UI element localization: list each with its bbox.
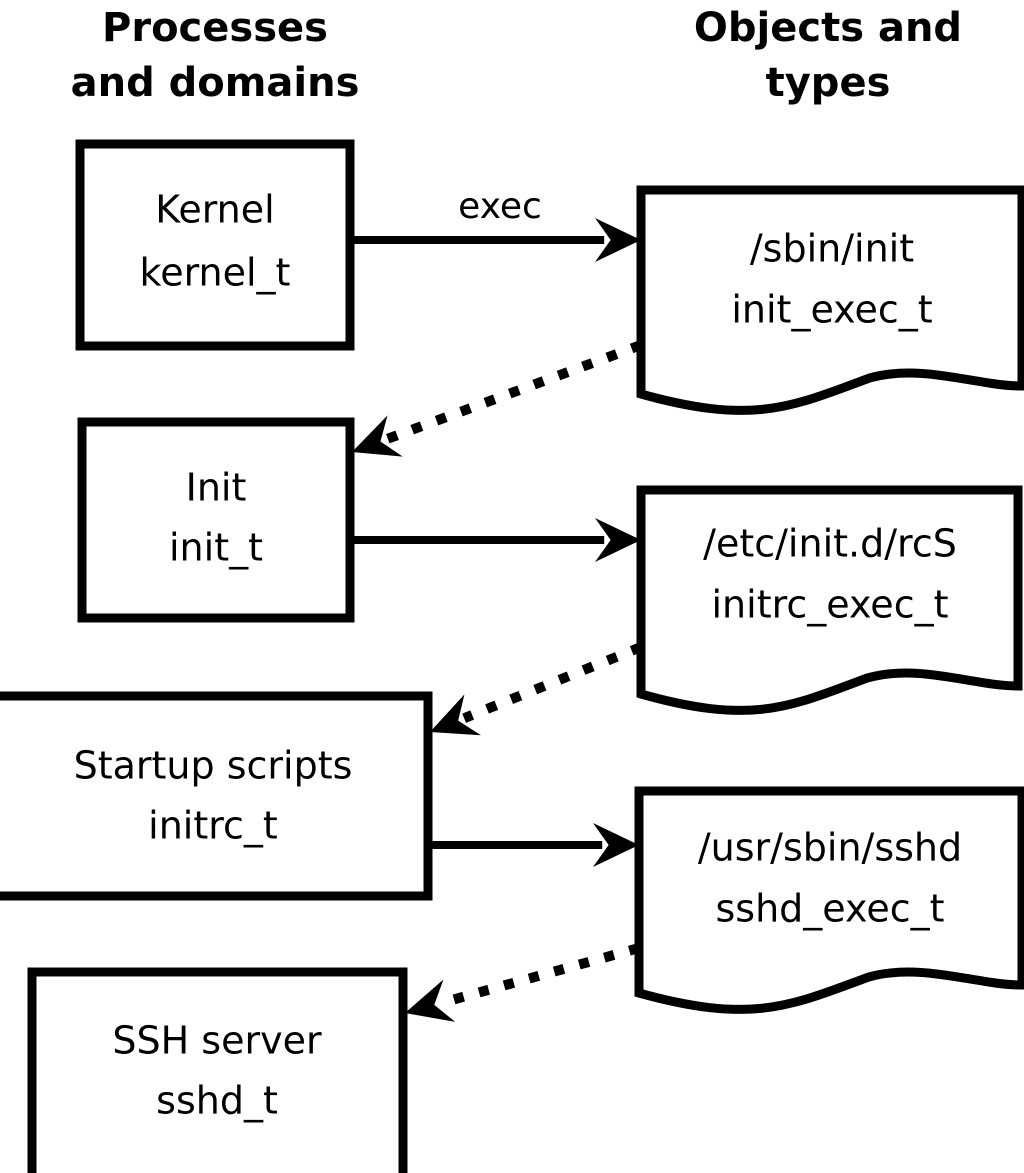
- process-node-startup-scripts-box[interactable]: [0, 691, 433, 901]
- process-node-ssh-server-box[interactable]: [27, 967, 408, 1173]
- object-node-init-exec[interactable]: /sbin/init init_exec_t: [636, 185, 1024, 415]
- object-node-initrc-exec[interactable]: /etc/init.d/rcS initrc_exec_t: [636, 485, 1023, 715]
- edge-initrc-exec-sshd_exec: [428, 823, 639, 867]
- column-header-processes-line1: Processes: [102, 5, 328, 51]
- process-node-init-box[interactable]: [77, 417, 355, 623]
- process-node-ssh-server[interactable]: SSH server sshd_t: [27, 967, 408, 1173]
- arrow-head-icon-initrc-exec-sshd_exec: [593, 823, 639, 867]
- process-node-ssh-server-type: sshd_t: [156, 1079, 278, 1123]
- arrow-head-icon-initrc_exec-transition-initrc: [430, 694, 481, 736]
- edges-layer: [350, 218, 643, 1022]
- edge-line-init_exec-transition-init: [384, 340, 643, 444]
- process-node-ssh-server-name: SSH server: [112, 1019, 322, 1063]
- column-header-processes-line2: and domains: [71, 60, 360, 106]
- arrow-head-icon-sshd_exec-transition-sshd: [405, 979, 456, 1022]
- column-header-objects-line1: Objects and: [694, 5, 962, 51]
- process-node-startup-scripts-name: Startup scripts: [74, 744, 353, 788]
- edge-line-initrc_exec-transition-initrc: [462, 642, 643, 723]
- object-node-sshd-exec[interactable]: /usr/sbin/sshd sshd_exec_t: [634, 786, 1024, 1014]
- object-node-init-exec-document-icon[interactable]: [636, 185, 1024, 415]
- column-header-objects: Objects and types: [694, 5, 962, 106]
- edge-sshd_exec-transition-sshd: [405, 943, 641, 1022]
- edge-label-kernel-exec-init_exec: exec: [458, 186, 542, 227]
- edge-init-exec-initrc_exec: [350, 518, 641, 562]
- process-node-kernel-box[interactable]: [75, 139, 355, 351]
- column-header-objects-line2: types: [766, 60, 891, 106]
- process-node-init-type: init_t: [169, 526, 263, 570]
- object-node-initrc-exec-path: /etc/init.d/rcS: [703, 522, 957, 566]
- process-node-kernel-type: kernel_t: [140, 251, 291, 295]
- object-node-init-exec-type: init_exec_t: [731, 288, 932, 332]
- edge-initrc_exec-transition-initrc: [430, 642, 643, 736]
- edge-init_exec-transition-init: [352, 340, 643, 457]
- arrow-head-icon-kernel-exec-init_exec: [595, 218, 641, 262]
- process-node-kernel[interactable]: Kernel kernel_t: [75, 139, 355, 351]
- arrow-head-icon-init-exec-initrc_exec: [595, 518, 641, 562]
- object-node-sshd-exec-path: /usr/sbin/sshd: [698, 826, 962, 870]
- column-header-processes: Processes and domains: [71, 5, 360, 106]
- object-node-sshd-exec-type: sshd_exec_t: [715, 887, 944, 931]
- object-node-initrc-exec-type: initrc_exec_t: [712, 583, 949, 627]
- object-node-sshd-exec-document-icon[interactable]: [634, 786, 1024, 1014]
- process-node-startup-scripts-type: initrc_t: [148, 804, 278, 848]
- edge-kernel-exec-init_exec: [350, 218, 641, 262]
- process-node-init[interactable]: Init init_t: [77, 417, 355, 623]
- process-node-startup-scripts[interactable]: Startup scripts initrc_t: [0, 691, 433, 901]
- arrow-head-icon-init_exec-transition-init: [352, 415, 403, 457]
- edge-labels-layer: exec: [458, 186, 542, 227]
- object-node-init-exec-path: /sbin/init: [750, 227, 914, 271]
- process-node-kernel-name: Kernel: [155, 188, 274, 232]
- process-node-init-name: Init: [186, 466, 247, 510]
- object-node-initrc-exec-document-icon[interactable]: [636, 485, 1023, 715]
- edge-line-sshd_exec-transition-sshd: [439, 943, 641, 1008]
